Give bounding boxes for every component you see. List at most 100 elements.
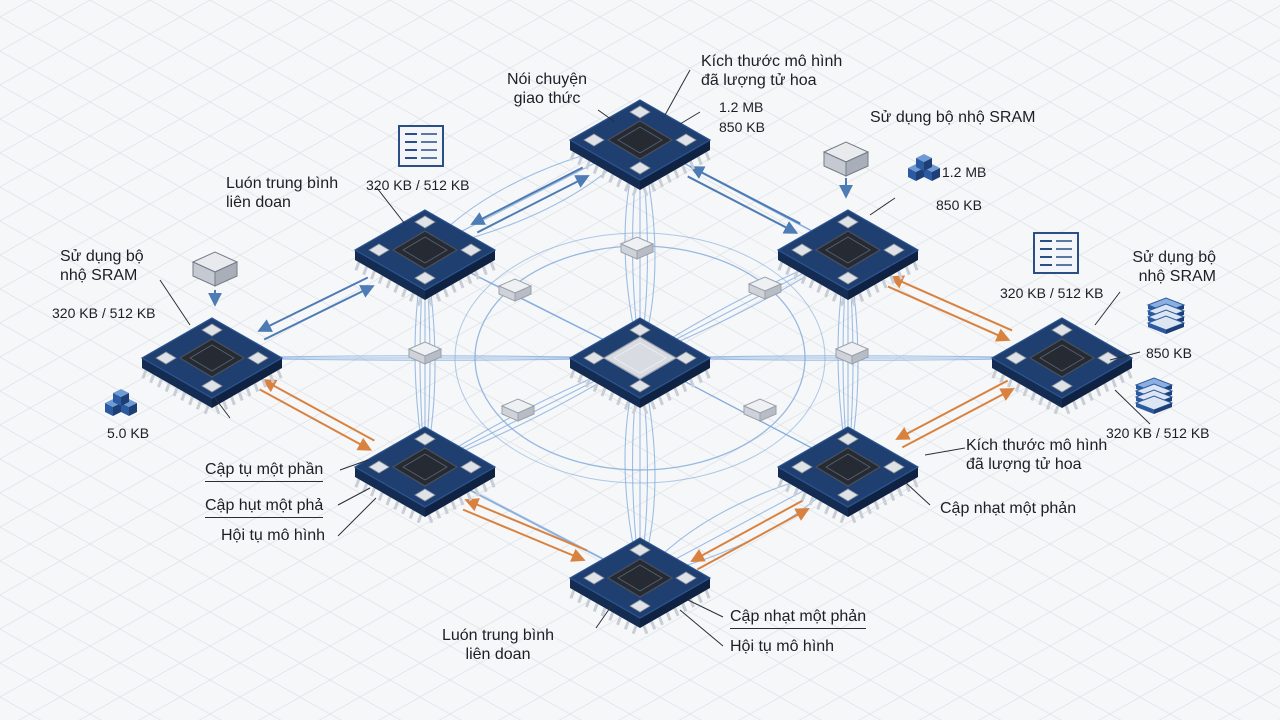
- mcu-node-lr-pin-r1: [858, 509, 865, 519]
- leader-line-2: [679, 111, 701, 125]
- label-right-sram-line1: Sử dụng bộ: [1132, 249, 1216, 266]
- mcu-node-bottom-pin-l3: [592, 603, 599, 613]
- mcu-node-ur-side-left: [778, 250, 848, 300]
- mcu-node-ul-pin-r6: [474, 270, 480, 280]
- label-right-kb: 850 KB: [1146, 345, 1192, 361]
- mcu-node-center-component-1: [583, 351, 605, 365]
- mcu-node-ur-chip-die: [825, 236, 871, 264]
- switch-2-right: [764, 283, 782, 300]
- mcu-node-left-chip: [178, 338, 246, 378]
- label-left-sram: Sử dụng bộ nhộ SRAM: [60, 247, 144, 285]
- cube-stack-icon-ur-cube2-left: [916, 158, 924, 171]
- mcu-node-top-chip: [606, 120, 674, 160]
- mcu-node-bottom-pin-r7: [696, 594, 703, 604]
- cube-stack-icon-ur-cube2-right: [924, 158, 932, 171]
- mcu-node-ll-side-left: [355, 467, 425, 517]
- mcu-node-top-side-right: [640, 140, 710, 190]
- mcu-node-bottom-side-right: [640, 578, 710, 628]
- mcu-node-ur-pin-r0: [850, 297, 857, 307]
- mcu-node-center-pin-r1: [650, 400, 657, 410]
- mcu-node-ul-pin-l3: [377, 275, 384, 285]
- mcu-node-left-pin-l5: [180, 391, 187, 401]
- mcu-node-center-component-0: [629, 323, 651, 337]
- mcu-node-left-pin-r4: [245, 387, 252, 397]
- link-left-ll-b: [261, 379, 375, 442]
- mcu-node-ul-pin-r2: [443, 288, 449, 298]
- mcu-node-right-pin-l5: [1030, 391, 1037, 401]
- mcu-node-lr-pin-l3: [800, 492, 807, 502]
- mcu-node-ul-side-left: [355, 250, 425, 300]
- leader-line-11: [339, 459, 369, 471]
- mcu-node-bottom-pin-l7: [623, 620, 630, 630]
- mcu-node-top-pin-r8: [704, 151, 711, 161]
- label-right-mem2: 320 KB / 512 KB: [1106, 425, 1210, 441]
- mcu-node-right-pin-r5: [1103, 383, 1110, 393]
- mcu-node-left-component-1: [155, 351, 177, 365]
- mcu-node-right-component-2: [1097, 351, 1119, 365]
- switch-6-right: [759, 405, 777, 422]
- cube-stack-icon-left-cube0-right: [113, 403, 121, 416]
- mcu-node-ll-pin-r3: [450, 500, 457, 510]
- mcu-node-ul-pin-l4: [385, 279, 392, 289]
- label-ur-kb: 850 KB: [936, 197, 982, 213]
- mcu-node-ur-component-0: [837, 215, 859, 229]
- mcu-node-center-component-2: [675, 351, 697, 365]
- mcu-node-bottom-pin-l4: [600, 607, 607, 617]
- mcu-node-ll-pin-l3: [377, 492, 384, 502]
- link-top-ur-a: [687, 175, 799, 234]
- mcu-node-top-component-0: [629, 105, 651, 119]
- mcu-node-ur-pin-l8: [839, 297, 846, 307]
- mcu-node-center-pin-r3: [665, 391, 672, 401]
- mcu-node-top-pin-l0: [569, 151, 576, 161]
- mcu-node-top-pin-l2: [585, 160, 591, 170]
- mcu-node-right-pin-r0: [1064, 405, 1071, 415]
- mcu-node-bottom: [568, 537, 712, 635]
- cube-stack-icon-left-cube2-right: [121, 393, 129, 406]
- leader-line-13: [337, 497, 377, 537]
- document-icon-right-frame: [1033, 232, 1079, 274]
- label-ur-mb: 1.2 MB: [942, 164, 987, 180]
- switch-1: [497, 278, 533, 302]
- mcu-node-bottom-pin-r2: [658, 616, 664, 626]
- switch-5-right: [517, 405, 535, 422]
- mcu-node-bottom-pin-l5: [608, 611, 615, 621]
- mcu-node-center-pin-r7: [696, 374, 703, 384]
- mcu-node-ul-pin-l0: [354, 261, 361, 271]
- mcu-node-ul-component-1: [368, 243, 390, 257]
- mcu-node-bottom-chip: [606, 558, 674, 598]
- mcu-node-top-pin-l1: [577, 156, 584, 166]
- mcu-node-right-pin-r3: [1087, 391, 1094, 401]
- label-right-mem: 320 KB / 512 KB: [1000, 285, 1104, 301]
- leader-line-7: [1109, 351, 1141, 361]
- mcu-node-right-component-3: [1051, 379, 1073, 393]
- cube-stack-icon-ur-cube0-right: [916, 168, 924, 181]
- memory-module-icon-ur-right: [845, 151, 869, 177]
- mcu-node-left-pin-l6: [188, 396, 194, 406]
- memory-module-icon-left: [191, 251, 239, 287]
- mcu-node-ll-pin-r0: [427, 514, 434, 524]
- mcu-node-lr-pin-r6: [897, 487, 903, 497]
- mcu-node-lr-pin-r0: [850, 514, 857, 524]
- mcu-node-left-component-3: [201, 379, 223, 393]
- mcu-node-ll-chip: [391, 447, 459, 487]
- cube-stack-icon-ur-cube1-left: [924, 168, 932, 181]
- switch-3-right: [424, 348, 442, 365]
- network-switches: [407, 236, 870, 422]
- mcu-node-left-pin-r0: [214, 405, 221, 415]
- mcu-node-bottom-pin-l1: [577, 594, 584, 604]
- mcu-node-right-pin-l2: [1007, 378, 1013, 388]
- mcu-node-ul-pin-r8: [489, 261, 496, 271]
- mcu-node-left-pin-l0: [141, 369, 148, 379]
- mcu-node-center-pin-l8: [631, 405, 638, 415]
- mcu-node-bottom-pin-r1: [650, 620, 657, 630]
- mcu-node-left-pin-l2: [157, 378, 163, 388]
- label-ul-federated-line1: Luón trung bình: [226, 175, 339, 192]
- link-left-ul-b: [257, 276, 369, 332]
- mcu-node-ll-pin-r2: [443, 505, 449, 515]
- mcu-node-center-pin-l3: [592, 383, 599, 393]
- leader-line-10: [904, 481, 931, 506]
- mcu-node-lr-pin-l1: [785, 483, 792, 493]
- mcu-node-ur-pin-l6: [824, 288, 830, 298]
- memory-module-icon-left-right: [214, 261, 238, 287]
- mcu-node-center-pin-l4: [600, 387, 607, 397]
